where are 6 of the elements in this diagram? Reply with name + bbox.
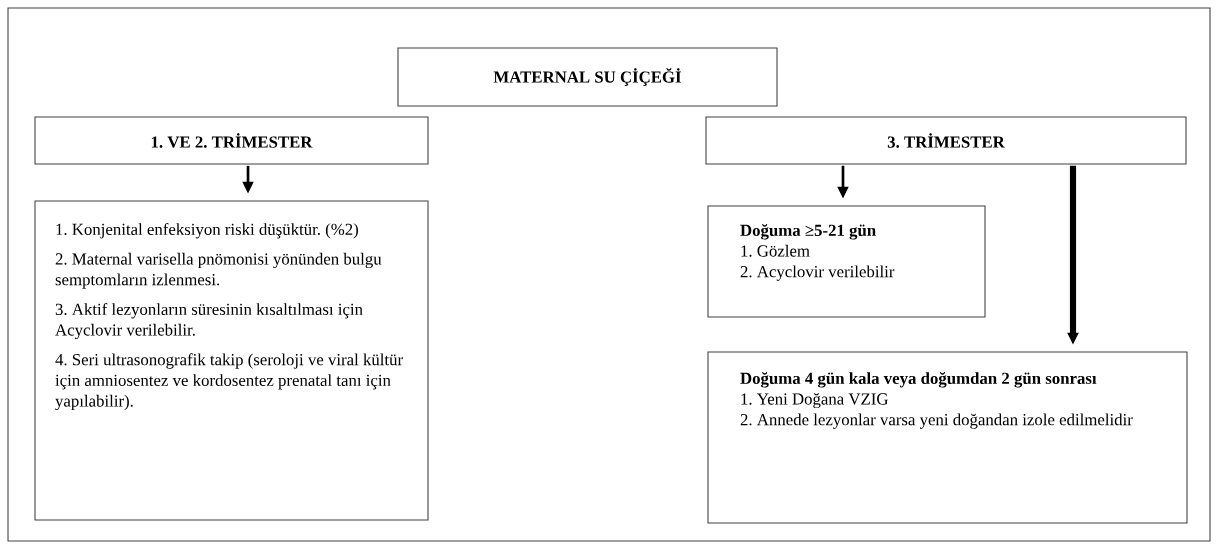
header-box: 1. VE 2. TRİMESTER bbox=[34, 116, 429, 165]
info-box: Doğuma 4 gün kala veya doğumdan 2 gün sonrası 1. Yeni Doğana VZIG 2. Annede lezyonlar varsa yeni doğandan izole edilmelidir bbox=[707, 351, 1188, 524]
title-box: MATERNAL SU ÇİÇEĞİ bbox=[397, 47, 778, 107]
header-box: 3. TRİMESTER bbox=[705, 116, 1187, 165]
list-box: 1. Konjenital enfeksiyon riski düşüktür. (%2) 2. Maternal varisella pnömonisi yönünden bulgu semptomların izlenmesi. 3. Aktif lezyonların süresinin kısaltılması için Acyclovir verilebilir. 4. Seri ultrasonografik takip (seroloji ve viral kültür için amniosentez ve kordosentez prenatal tanı için yapılabilir). bbox=[34, 200, 429, 521]
info-box: Doğuma ≥5-21 gün 1. Gözlem 2. Acyclovir verilebilir bbox=[707, 205, 986, 318]
